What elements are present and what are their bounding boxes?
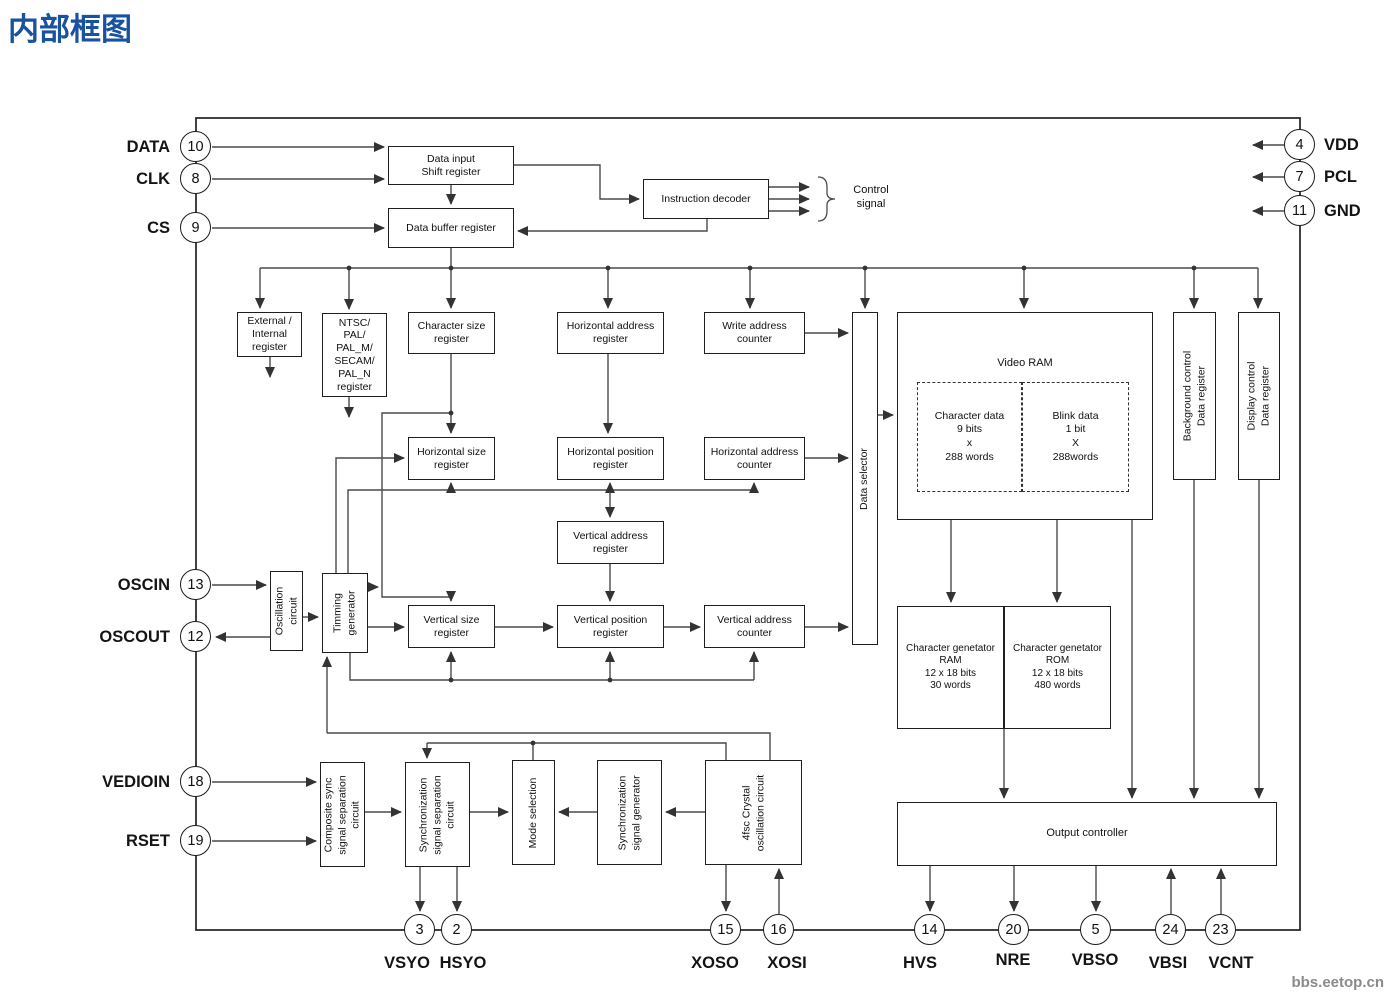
block-video-ram: Video RAM Character data 9 bits x 288 wo… [897, 312, 1153, 520]
pin-circle-cs: 9 [180, 212, 211, 243]
block-composite-sync-separation-circuit: Composite sync signal separation circuit [320, 762, 365, 867]
pin-label-nre: NRE [995, 951, 1031, 969]
block-vertical-address-counter: Vertical address counter [704, 605, 805, 648]
block-sync-generator-label: Synchronization signal generator [615, 774, 642, 851]
block-sync-signal-separation-circuit: Synchronization signal separation circui… [405, 762, 470, 867]
block-4fsc-crystal-oscillation-circuit: 4fsc Crystal oscillation circuit [705, 760, 802, 865]
block-background-control-data-register: Background control Data register [1173, 312, 1216, 480]
block-external-internal-register: External / Internal register [237, 312, 302, 357]
pin-label-data: DATA [126, 138, 170, 156]
pin-label-pcl: PCL [1324, 168, 1357, 186]
pin-circle-data: 10 [180, 131, 211, 162]
pin-circle-hvs: 14 [914, 914, 945, 945]
block-mode-selection: Mode selection [512, 760, 555, 865]
block-output-controller: Output controller [897, 802, 1277, 866]
pin-circle-oscin: 13 [180, 569, 211, 600]
block-character-size-register: Character size register [408, 312, 495, 354]
pin-label-vdd: VDD [1324, 136, 1359, 154]
block-data-selector: Data selector [852, 312, 878, 645]
pin-label-gnd: GND [1324, 202, 1361, 220]
block-sync-signal-generator: Synchronization signal generator [597, 760, 662, 865]
block-timing-generator: Timming generator [322, 573, 368, 653]
block-horizontal-address-register: Horizontal address register [557, 312, 664, 354]
block-composite-sync-label: Composite sync signal separation circuit [322, 774, 362, 855]
pin-circle-xoso: 15 [710, 914, 741, 945]
pin-label-hsyo: HSYO [439, 954, 487, 972]
page-title: 内部框图 [8, 12, 132, 47]
pin-label-oscin: OSCIN [117, 576, 170, 594]
block-data-buffer-register: Data buffer register [388, 208, 514, 248]
block-data-input-shift-register: Data input Shift register [388, 146, 514, 185]
pin-circle-vbso: 5 [1080, 914, 1111, 945]
pin-circle-vsyo: 3 [404, 914, 435, 945]
block-background-control-label: Background control Data register [1180, 350, 1207, 442]
video-ram-character-data: Character data 9 bits x 288 words [917, 382, 1022, 492]
control-signal-label: Control signal [853, 184, 889, 211]
pin-label-clk: CLK [136, 170, 170, 188]
pin-label-vbso: VBSO [1071, 951, 1119, 969]
pin-circle-vbsi: 24 [1155, 914, 1186, 945]
pin-label-rset: RSET [125, 832, 170, 850]
block-mode-selection-label: Mode selection [526, 777, 539, 848]
block-vertical-position-register: Vertical position register [557, 605, 664, 648]
pin-circle-xosi: 16 [763, 914, 794, 945]
pin-label-oscout: OSCOUT [99, 628, 170, 646]
pin-circle-vedioin: 18 [180, 766, 211, 797]
pin-circle-gnd: 11 [1284, 195, 1315, 226]
pin-circle-hsyo: 2 [441, 914, 472, 945]
block-4fsc-crystal-label: 4fsc Crystal oscillation circuit [739, 774, 766, 851]
block-instruction-decoder: Instruction decoder [643, 179, 769, 219]
video-ram-title: Video RAM [997, 357, 1053, 369]
pin-circle-oscout: 12 [180, 621, 211, 652]
block-character-generator-ram: Character genetator RAM 12 x 18 bits 30 … [897, 606, 1004, 729]
block-oscillation-circuit: Oscillation circuit [270, 571, 303, 651]
pin-circle-clk: 8 [180, 163, 211, 194]
block-horizontal-position-register: Horizontal position register [557, 437, 664, 480]
pin-circle-vdd: 4 [1284, 129, 1315, 160]
pin-label-hvs: HVS [903, 954, 937, 972]
pin-label-xosi: XOSI [767, 954, 807, 972]
block-horizontal-address-counter: Horizontal address counter [704, 437, 805, 480]
watermark: bbs.eetop.cn [1291, 974, 1384, 991]
block-horizontal-size-register: Horizontal size register [408, 437, 495, 480]
block-character-generator-rom: Character genetator ROM 12 x 18 bits 480… [1004, 606, 1111, 729]
pin-circle-vcnt: 23 [1205, 914, 1236, 945]
pin-circle-nre: 20 [998, 914, 1029, 945]
block-display-control-label: Display control Data register [1245, 361, 1271, 431]
block-write-address-counter: Write address counter [704, 312, 805, 354]
block-vertical-address-register: Vertical address register [557, 521, 664, 564]
pin-label-vbsi: VBSI [1148, 954, 1188, 972]
pin-label-vedioin: VEDIOIN [102, 773, 170, 791]
pin-label-vsyo: VSYO [384, 954, 430, 972]
pin-circle-rset: 19 [180, 825, 211, 856]
pin-label-cs: CS [147, 219, 170, 237]
block-data-selector-label: Data selector [858, 447, 871, 510]
block-oscillation-circuit-label: Oscillation circuit [272, 586, 299, 636]
pin-label-vcnt: VCNT [1208, 954, 1254, 972]
pin-label-xoso: XOSO [691, 954, 739, 972]
block-display-control-data-register: Display control Data register [1238, 312, 1280, 480]
pin-circle-pcl: 7 [1284, 161, 1315, 192]
block-timing-generator-label: Timming generator [331, 590, 357, 636]
block-ntsc-pal-register: NTSC/ PAL/ PAL_M/ SECAM/ PAL_N register [322, 313, 387, 397]
block-sync-separation-label: Synchronization signal separation circui… [417, 774, 457, 855]
video-ram-blink-data: Blink data 1 bit X 288words [1022, 382, 1129, 492]
block-vertical-size-register: Vertical size register [408, 605, 495, 648]
